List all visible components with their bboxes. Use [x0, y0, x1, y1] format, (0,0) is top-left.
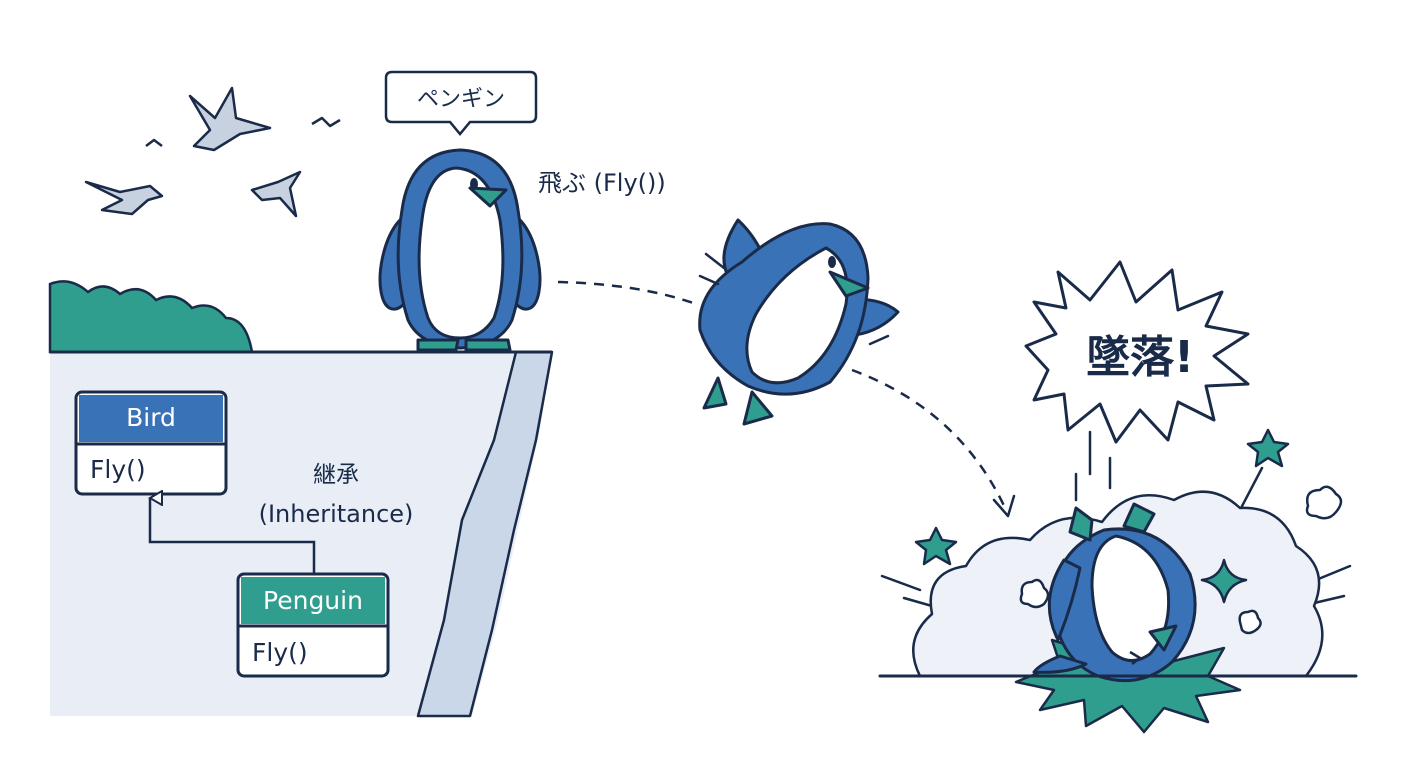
speech-bubble-text: ペンギン: [417, 87, 505, 112]
flying-birds: [84, 86, 341, 218]
sparkle-icon: [1200, 558, 1248, 604]
puff-3-icon: [1238, 609, 1262, 635]
crashed-penguin: [1032, 502, 1197, 683]
inheritance-arrow: [150, 498, 316, 574]
penguin-feet: [416, 338, 512, 352]
motion-lines: [698, 252, 890, 346]
uml-penguin-method: Fly(): [252, 638, 308, 667]
inheritance-label-en: (Inheritance): [259, 500, 414, 528]
crash-text: 墜落!: [1086, 332, 1194, 383]
crash-burst: 墜落!: [1024, 260, 1250, 444]
star-2-icon: [1246, 428, 1290, 468]
bird-4-icon: [145, 116, 341, 147]
flying-penguin-feet: [702, 376, 774, 426]
uml-class-bird: Bird Fly(): [74, 390, 228, 496]
impact-stars: [914, 428, 1343, 635]
trajectory-line-2: [851, 368, 1008, 511]
uml-bird-method: Fly(): [90, 455, 146, 484]
trajectory-line-1: [557, 280, 697, 306]
puff-1-icon: [1305, 485, 1343, 520]
bird-2-icon: [84, 180, 164, 216]
standing-penguin: [378, 148, 542, 352]
bird-3-icon: [250, 170, 302, 218]
penguin-beak: [468, 186, 508, 208]
trajectory-arrowhead: [992, 494, 1016, 518]
penguin-speech-bubble: ペンギン: [384, 70, 538, 136]
flying-penguin: [698, 218, 900, 426]
fly-action-label: 飛ぶ (Fly()): [538, 169, 666, 197]
cliff-face: [416, 350, 554, 718]
uml-bird-name: Bird: [126, 403, 176, 432]
crashed-penguin-feet: [1068, 502, 1156, 542]
inheritance-label-jp: 継承: [313, 462, 359, 488]
bird-1-icon: [188, 86, 272, 152]
uml-penguin-name: Penguin: [263, 586, 363, 615]
puff-2-icon: [1019, 578, 1050, 609]
star-1-icon: [914, 526, 958, 566]
bush: [48, 280, 254, 354]
uml-class-penguin: Penguin Fly(): [236, 572, 390, 678]
